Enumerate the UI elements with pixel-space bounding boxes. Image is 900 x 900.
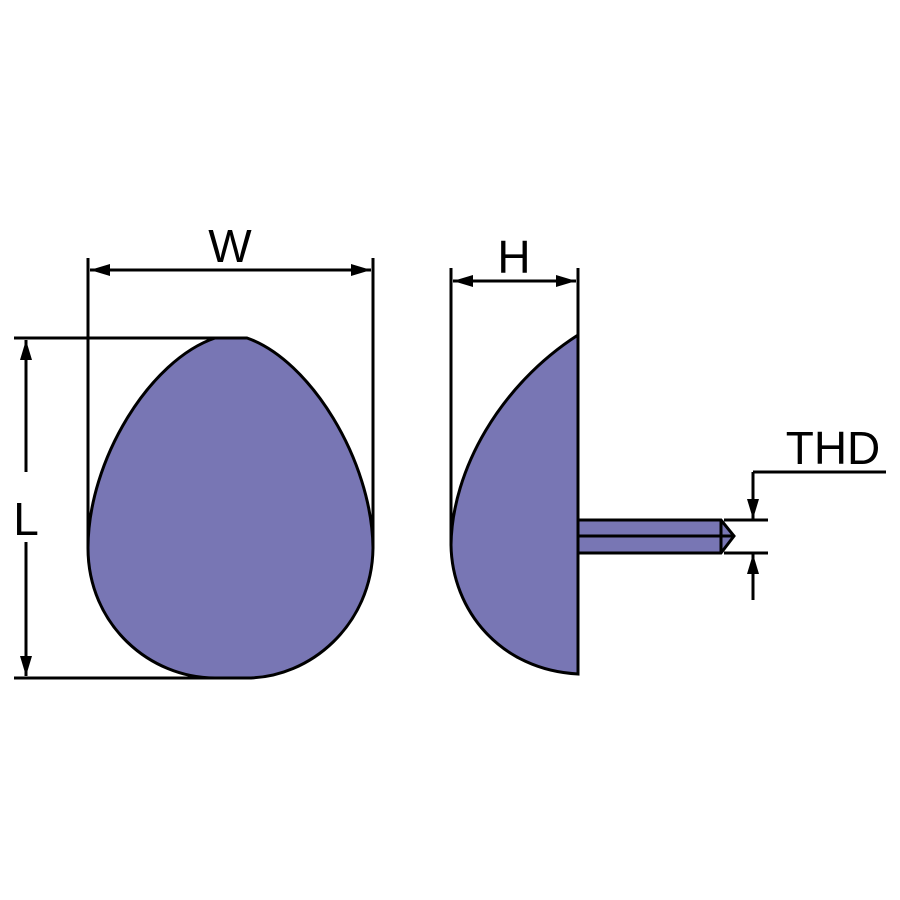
length-label: L	[13, 493, 39, 545]
length-dimension: L	[13, 336, 247, 680]
height-dimension: H	[449, 231, 580, 545]
width-label: W	[208, 220, 252, 272]
side-view	[449, 332, 736, 676]
dome-body	[449, 332, 580, 676]
front-view	[86, 336, 375, 680]
height-label: H	[497, 231, 530, 283]
thread-dimension: THD	[724, 422, 886, 600]
teardrop-body	[86, 336, 375, 680]
width-dimension: W	[86, 220, 375, 548]
thread-label: THD	[786, 422, 881, 474]
